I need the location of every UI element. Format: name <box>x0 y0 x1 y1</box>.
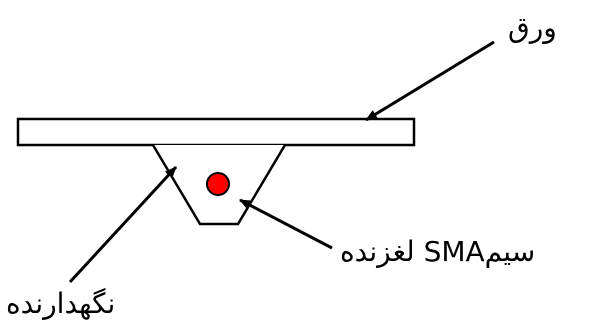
label-sheet: ورق <box>508 11 557 44</box>
label-holder: نگهدارنده <box>6 287 116 320</box>
holder-arrow <box>68 165 178 284</box>
sma-wire <box>206 172 230 196</box>
wire-arrow <box>239 198 333 250</box>
sheet-plate <box>16 117 416 147</box>
label-sma-wire: سیمSMA لغزنده <box>340 235 536 268</box>
sheet-arrow <box>365 40 495 122</box>
